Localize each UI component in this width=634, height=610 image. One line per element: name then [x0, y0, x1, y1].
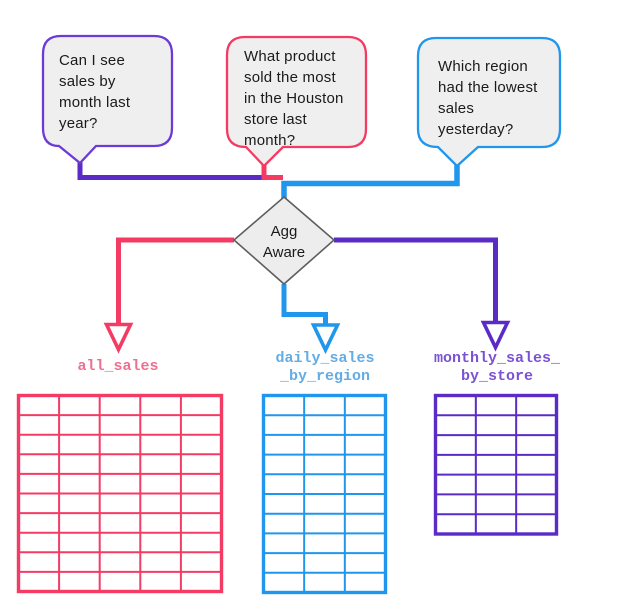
table-grid-all-sales: [16, 393, 224, 594]
question-2-text: What product sold the most in the Housto…: [244, 48, 344, 149]
table-label-daily-sales-by-region: daily_sales _by_region: [275, 350, 375, 385]
speech-bubble-pink: [225, 35, 368, 168]
agg-aware-label: Agg Aware: [262, 223, 306, 261]
question-3-text: Which region had the lowest sales yester…: [438, 58, 538, 138]
connector-blue-bus: [281, 150, 460, 200]
table-grid-monthly-sales-by-store: [433, 393, 559, 536]
flow-blue-line: [281, 284, 328, 328]
table-label-monthly-sales-by-store: monthly_sales_ by_store: [433, 350, 561, 385]
question-1-text: Can I see sales by month last year?: [59, 52, 131, 132]
arrowhead-pink-icon: [103, 322, 134, 354]
flow-pink-line: [116, 237, 234, 327]
speech-bubble-blue: [416, 36, 562, 168]
arrowhead-blue-icon: [310, 323, 341, 355]
agg-aware-diamond: [232, 195, 336, 286]
flow-purple-line: [334, 237, 498, 325]
table-label-all-sales: all_sales: [77, 358, 159, 375]
table-grid-daily-sales-by-region: [261, 393, 388, 595]
table-grid-line: [433, 393, 559, 536]
arrowhead-purple-icon: [480, 320, 511, 352]
speech-bubble-purple: [41, 34, 174, 165]
table-grid-line: [261, 393, 388, 595]
connector-purple-bus: [77, 150, 272, 180]
table-grid-line: [16, 393, 224, 594]
